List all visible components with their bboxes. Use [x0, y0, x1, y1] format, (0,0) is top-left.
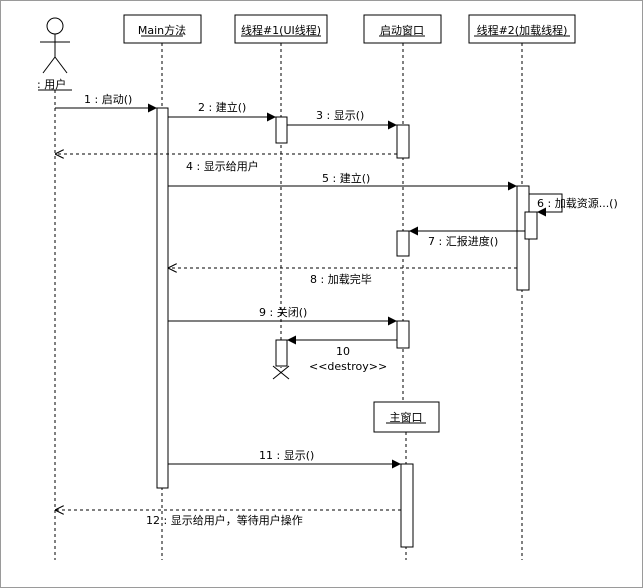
message-label-7: 7 : 汇报进度() [428, 234, 498, 248]
message-label-9: 9 : 关闭() [259, 305, 307, 319]
activation-splash-show [396, 124, 410, 159]
message-label-6: 6 : 加载资源...() [537, 196, 618, 210]
lifeline-label-splash: 启动窗口 [380, 23, 424, 37]
lifeline-label-thread1: 线程#1(UI线程) [241, 23, 321, 37]
message-label-10-number: 10 [336, 345, 350, 358]
actor-name: : 用户 [37, 77, 66, 91]
lifeline-box-thread1: 线程#1(UI线程) [234, 14, 328, 44]
destroy-marker [272, 365, 290, 380]
activation-thread1 [275, 116, 288, 144]
lifeline-label-thread2: 线程#2(加载线程) [477, 23, 568, 37]
lifeline-label-mainwin: 主窗口 [390, 410, 423, 424]
activation-splash-close [396, 320, 410, 349]
message-arrow-6 [529, 193, 563, 217]
message-label-1: 1 : 启动() [84, 93, 132, 106]
lifeline-label-main: Main方法 [138, 23, 186, 37]
lifeline-box-splash: 启动窗口 [363, 14, 442, 44]
activation-thread1-destroy [275, 339, 288, 367]
message-label-3: 3 : 显示() [316, 109, 364, 122]
activation-splash-progress [396, 230, 410, 257]
message-label-11: 11 : 显示() [259, 449, 314, 462]
message-label-2: 2 : 建立() [198, 100, 246, 114]
lifeline-box-thread2: 线程#2(加载线程) [468, 14, 576, 44]
message-label-5: 5 : 建立() [322, 171, 370, 185]
lifeline-box-mainwin: 主窗口 [373, 401, 440, 433]
activation-mainwin [400, 463, 414, 548]
activation-thread2-self [524, 211, 538, 240]
user-actor: : 用户 [37, 17, 72, 91]
message-label-10-stereotype: <<destroy>> [309, 360, 387, 373]
message-label-4: 4 : 显示给用户 [186, 159, 259, 173]
lifeline-box-main: Main方法 [123, 14, 202, 44]
message-label-12: 12 : 显示给用户，等待用户操作 [146, 513, 303, 527]
activation-main [156, 107, 169, 489]
message-label-8: 8 : 加载完毕 [310, 272, 372, 286]
